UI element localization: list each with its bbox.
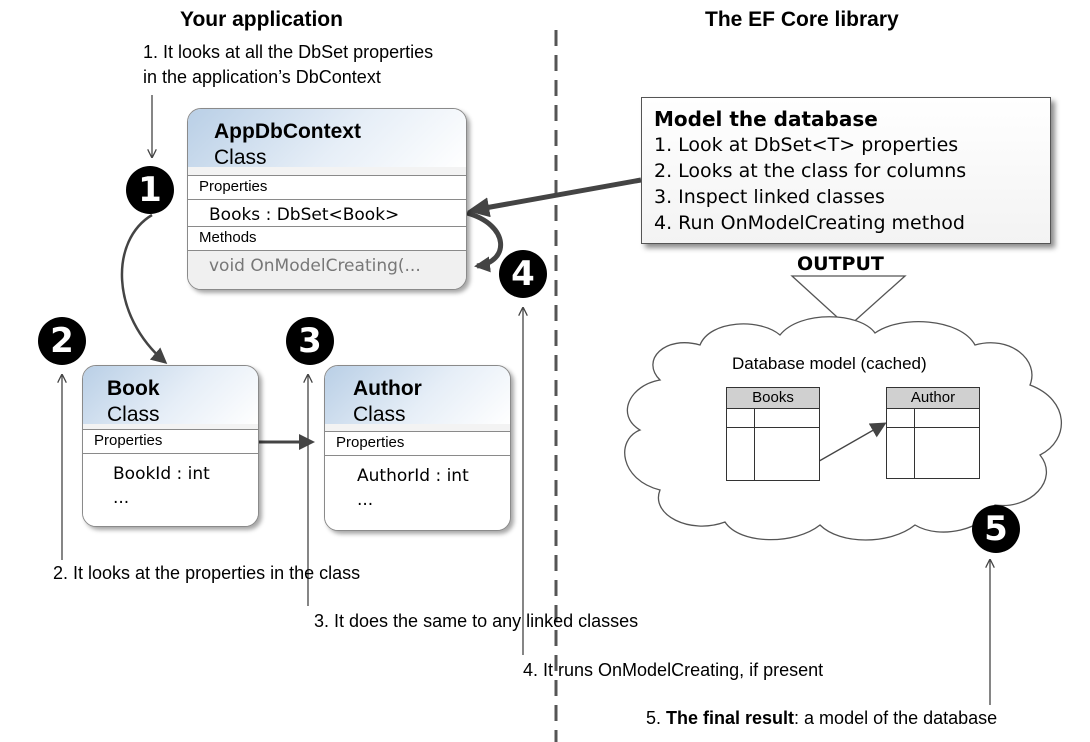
- appdbcontext-methods-label: Methods: [188, 226, 466, 250]
- author-member-authorid: AuthorId : int: [357, 466, 469, 486]
- book-properties-label: Properties: [83, 429, 258, 453]
- heading-ef-core-library: The EF Core library: [705, 8, 899, 31]
- model-title: Model the database: [654, 107, 878, 131]
- author-table-header: Author: [887, 388, 979, 409]
- cloud-title: Database model (cached): [732, 354, 927, 373]
- books-table-header: Books: [727, 388, 819, 409]
- book-member-bookid: BookId : int: [113, 464, 210, 484]
- note-step-5-prefix: 5.: [646, 708, 667, 728]
- note-step-5: 5. The final result: a model of the data…: [646, 706, 997, 731]
- author-kind: Class: [353, 403, 406, 426]
- note-step-5-bold: The final result: [666, 708, 795, 728]
- note-step-4: 4. It runs OnModelCreating, if present: [523, 660, 824, 680]
- note-step-3: 3. It does the same to any linked classe…: [314, 611, 639, 631]
- model-step-1: 1. Look at DbSet<T> properties: [654, 134, 959, 156]
- books-table: Books: [726, 387, 820, 481]
- appdbcontext-name: AppDbContext: [214, 120, 361, 143]
- output-arrow: [790, 275, 907, 328]
- appdbcontext-kind: Class: [214, 146, 267, 169]
- output-label: OUTPUT: [797, 253, 884, 275]
- step-badge-1: 1: [126, 166, 174, 214]
- note-step-1: 1. It looks at all the DbSet properties …: [143, 40, 433, 90]
- model-step-4: 4. Run OnModelCreating method: [654, 212, 965, 234]
- note-step-5-rest: : a model of the database: [794, 708, 998, 728]
- note-step-1-line-2: in the application’s DbContext: [143, 67, 381, 87]
- database-model-cloud: [624, 316, 1063, 541]
- book-header: Book Class: [83, 366, 258, 426]
- step-badge-4: 4: [499, 250, 547, 298]
- note-step-1-line-1: 1. It looks at all the DbSet properties: [143, 42, 434, 62]
- author-header: Author Class: [325, 366, 510, 426]
- book-kind: Class: [107, 403, 160, 426]
- model-step-2: 2. Looks at the class for columns: [654, 160, 967, 182]
- book-members: BookId : int ...: [83, 453, 258, 526]
- book-class-box: Book Class Properties BookId : int ...: [82, 365, 259, 527]
- step-badge-2: 2: [38, 317, 86, 365]
- book-member-more: ...: [113, 488, 130, 508]
- author-member-more: ...: [357, 490, 374, 510]
- author-members: AuthorId : int ...: [325, 455, 510, 530]
- author-class-box: Author Class Properties AuthorId : int .…: [324, 365, 511, 531]
- appdbcontext-properties-label: Properties: [188, 175, 466, 199]
- book-name: Book: [107, 377, 160, 400]
- author-properties-label: Properties: [325, 431, 510, 455]
- appdbcontext-class-box: AppDbContext Class Properties Books : Db…: [187, 108, 467, 290]
- heading-your-application: Your application: [180, 8, 343, 31]
- model-the-database-box: Model the database 1. Look at DbSet<T> p…: [641, 97, 1051, 244]
- note-step-2: 2. It looks at the properties in the cla…: [53, 563, 361, 583]
- author-table: Author: [886, 387, 980, 479]
- appdbcontext-property-books: Books : DbSet<Book>: [188, 199, 466, 226]
- appdbcontext-method-onmodelcreating: void OnModelCreating(...: [188, 250, 466, 289]
- model-step-3: 3. Inspect linked classes: [654, 186, 885, 208]
- appdbcontext-header: AppDbContext Class: [188, 109, 466, 169]
- author-name: Author: [353, 377, 422, 400]
- step-badge-3: 3: [286, 317, 334, 365]
- step-badge-5: 5: [972, 505, 1020, 553]
